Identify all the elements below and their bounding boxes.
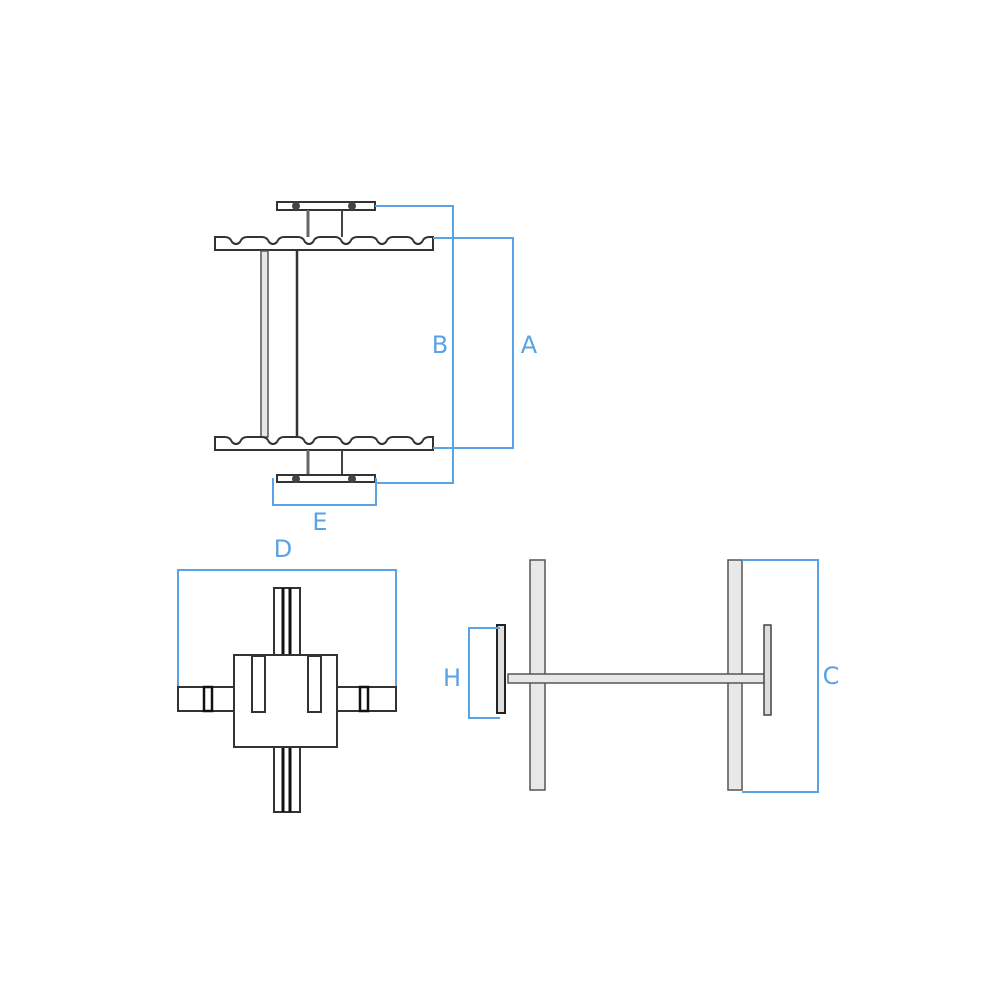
left-end-plate bbox=[496, 624, 506, 714]
right-arm bbox=[336, 686, 397, 712]
slot bbox=[307, 655, 322, 713]
dimension-a bbox=[433, 237, 514, 449]
bolt bbox=[348, 475, 356, 483]
label-d: D bbox=[274, 535, 292, 563]
right-handle bbox=[763, 624, 772, 716]
left-arm bbox=[177, 686, 235, 712]
upper-rail bbox=[273, 587, 301, 657]
label-a: A bbox=[521, 331, 538, 359]
bottom-mounting-bar bbox=[276, 474, 376, 483]
bottom-corrugated-plate bbox=[214, 436, 434, 451]
dimension-c bbox=[742, 559, 819, 793]
lower-rail bbox=[273, 745, 301, 813]
side-view: H C bbox=[443, 559, 840, 793]
slot bbox=[251, 655, 266, 713]
dimension-e bbox=[272, 478, 377, 506]
label-e: E bbox=[312, 508, 327, 536]
axle bbox=[507, 673, 767, 684]
label-h: H bbox=[443, 664, 461, 692]
dimension-d bbox=[177, 569, 397, 688]
label-c: C bbox=[823, 662, 840, 690]
dimension-b bbox=[375, 205, 454, 484]
bolt bbox=[348, 202, 356, 210]
dimension-h bbox=[468, 627, 500, 719]
rod bbox=[260, 250, 269, 438]
front-view: D bbox=[177, 535, 397, 813]
label-b: B bbox=[432, 331, 448, 359]
top-mounting-bar bbox=[276, 201, 376, 211]
top-corrugated-plate bbox=[214, 236, 434, 251]
top-view: B A E bbox=[214, 201, 538, 536]
bolt bbox=[292, 475, 300, 483]
bolt bbox=[292, 202, 300, 210]
